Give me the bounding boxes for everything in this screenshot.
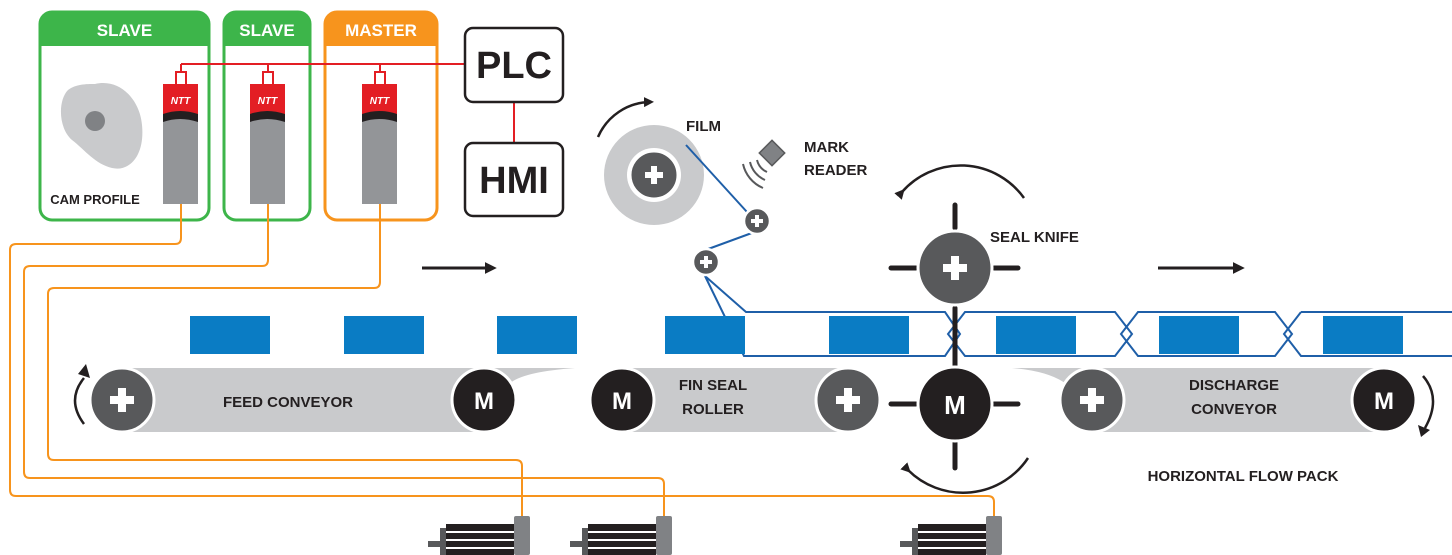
rotation-arrow-head xyxy=(1418,425,1430,437)
product-item xyxy=(829,316,909,354)
wire xyxy=(9,204,995,516)
plc-frame xyxy=(463,26,565,104)
feedback-wiring xyxy=(9,204,995,516)
drive-slave-1: SLAVE CAM PROFILE xyxy=(38,10,211,222)
hmi-box: HMI xyxy=(463,141,565,218)
plus-icon xyxy=(943,264,967,272)
machine-title: HORIZONTAL FLOW PACK xyxy=(1148,468,1339,485)
drive-header xyxy=(325,12,437,46)
products xyxy=(190,316,1403,354)
drive-header xyxy=(40,12,209,46)
motor-symbol: M xyxy=(612,388,632,415)
rotation-arrow-icon xyxy=(1422,375,1435,429)
hmi-label: HMI xyxy=(479,160,549,202)
motor-icon: M xyxy=(916,365,994,443)
cam-pivot xyxy=(85,111,105,131)
drive-brand-label: NTT xyxy=(370,96,390,107)
fin-seal-roller: FIN SEAL ROLLER xyxy=(622,368,848,432)
drive-role-label: SLAVE xyxy=(97,21,152,40)
knife-blades xyxy=(888,202,1021,471)
plus-icon xyxy=(700,260,712,264)
drive-badge-stripe xyxy=(250,111,285,122)
drive-slave-2: SLAVE xyxy=(222,10,312,222)
drive-unit: NTT xyxy=(163,84,198,204)
film-tube xyxy=(704,275,962,357)
product-item xyxy=(190,316,270,354)
sensor-icon xyxy=(742,139,786,189)
conveyor-belt xyxy=(622,368,848,432)
rotation-arrow-icon xyxy=(596,97,654,138)
mark-reader-label: READER xyxy=(804,162,868,179)
cam-profile-label: CAM PROFILE xyxy=(50,192,140,207)
product-item xyxy=(665,316,745,354)
drive-badge-stripe xyxy=(362,111,397,122)
film-path xyxy=(685,144,748,213)
drive-brand-label: NTT xyxy=(258,96,278,107)
motor-icon: M xyxy=(1350,366,1418,434)
plc-label: PLC xyxy=(476,45,552,87)
servo-motor-icon xyxy=(570,516,672,555)
seal-knife: SEAL KNIFE xyxy=(888,164,1079,494)
discharge-label: CONVEYOR xyxy=(1191,401,1277,418)
drive-badge xyxy=(250,84,285,114)
mark-reader-label: MARK xyxy=(804,139,849,156)
fin-seal-label: ROLLER xyxy=(682,401,744,418)
product-item xyxy=(344,316,424,354)
seal-knife-label: SEAL KNIFE xyxy=(990,229,1079,246)
plus-icon xyxy=(751,219,763,223)
servo-motor-icon xyxy=(428,516,530,555)
rotation-arrow-icon xyxy=(900,457,1030,494)
wire xyxy=(47,204,523,516)
plus-glyphs xyxy=(110,166,1104,412)
drive-unit: NTT xyxy=(250,84,285,204)
rotation-arrow-icon xyxy=(894,164,1026,200)
plus-icon xyxy=(110,396,134,404)
product-item xyxy=(996,316,1076,354)
plus-icon xyxy=(1080,396,1104,404)
motor-symbol: M xyxy=(1374,388,1394,415)
drive-header xyxy=(224,12,310,46)
film-package xyxy=(1119,311,1294,357)
wire xyxy=(23,204,665,516)
wire xyxy=(175,71,187,84)
servo-motor-icon xyxy=(900,516,1002,555)
motor-symbol: M xyxy=(474,388,494,415)
plus-icon xyxy=(836,396,860,404)
rotation-arrow-head xyxy=(78,364,90,378)
hmi-frame xyxy=(463,141,565,218)
motor-symbol: M xyxy=(944,390,966,420)
plus-icon xyxy=(645,172,663,178)
plc-box: PLC xyxy=(463,26,565,104)
wire xyxy=(262,71,274,84)
motor-icon: M xyxy=(588,366,656,434)
fin-seal-label: FIN SEAL xyxy=(679,377,747,394)
discharge-label: DISCHARGE xyxy=(1189,377,1279,394)
wire xyxy=(374,71,386,84)
rotation-arrow-icon xyxy=(73,377,86,425)
film-package xyxy=(946,311,1134,357)
product-item xyxy=(1323,316,1403,354)
product-item xyxy=(497,316,577,354)
motor-icon: M xyxy=(450,366,518,434)
drive-unit: NTT xyxy=(362,84,397,204)
drive-brand-label: NTT xyxy=(171,96,191,107)
drive-role-label: MASTER xyxy=(345,21,417,40)
feed-conveyor-label: FEED CONVEYOR xyxy=(223,394,353,411)
drive-role-label: SLAVE xyxy=(239,21,294,40)
control-wiring xyxy=(175,63,515,143)
drive-badge xyxy=(163,84,198,114)
drive-badge-stripe xyxy=(163,111,198,122)
film-package xyxy=(1282,311,1452,357)
drive-badge xyxy=(362,84,397,114)
film-label: FILM xyxy=(686,118,721,135)
product-item xyxy=(1159,316,1239,354)
